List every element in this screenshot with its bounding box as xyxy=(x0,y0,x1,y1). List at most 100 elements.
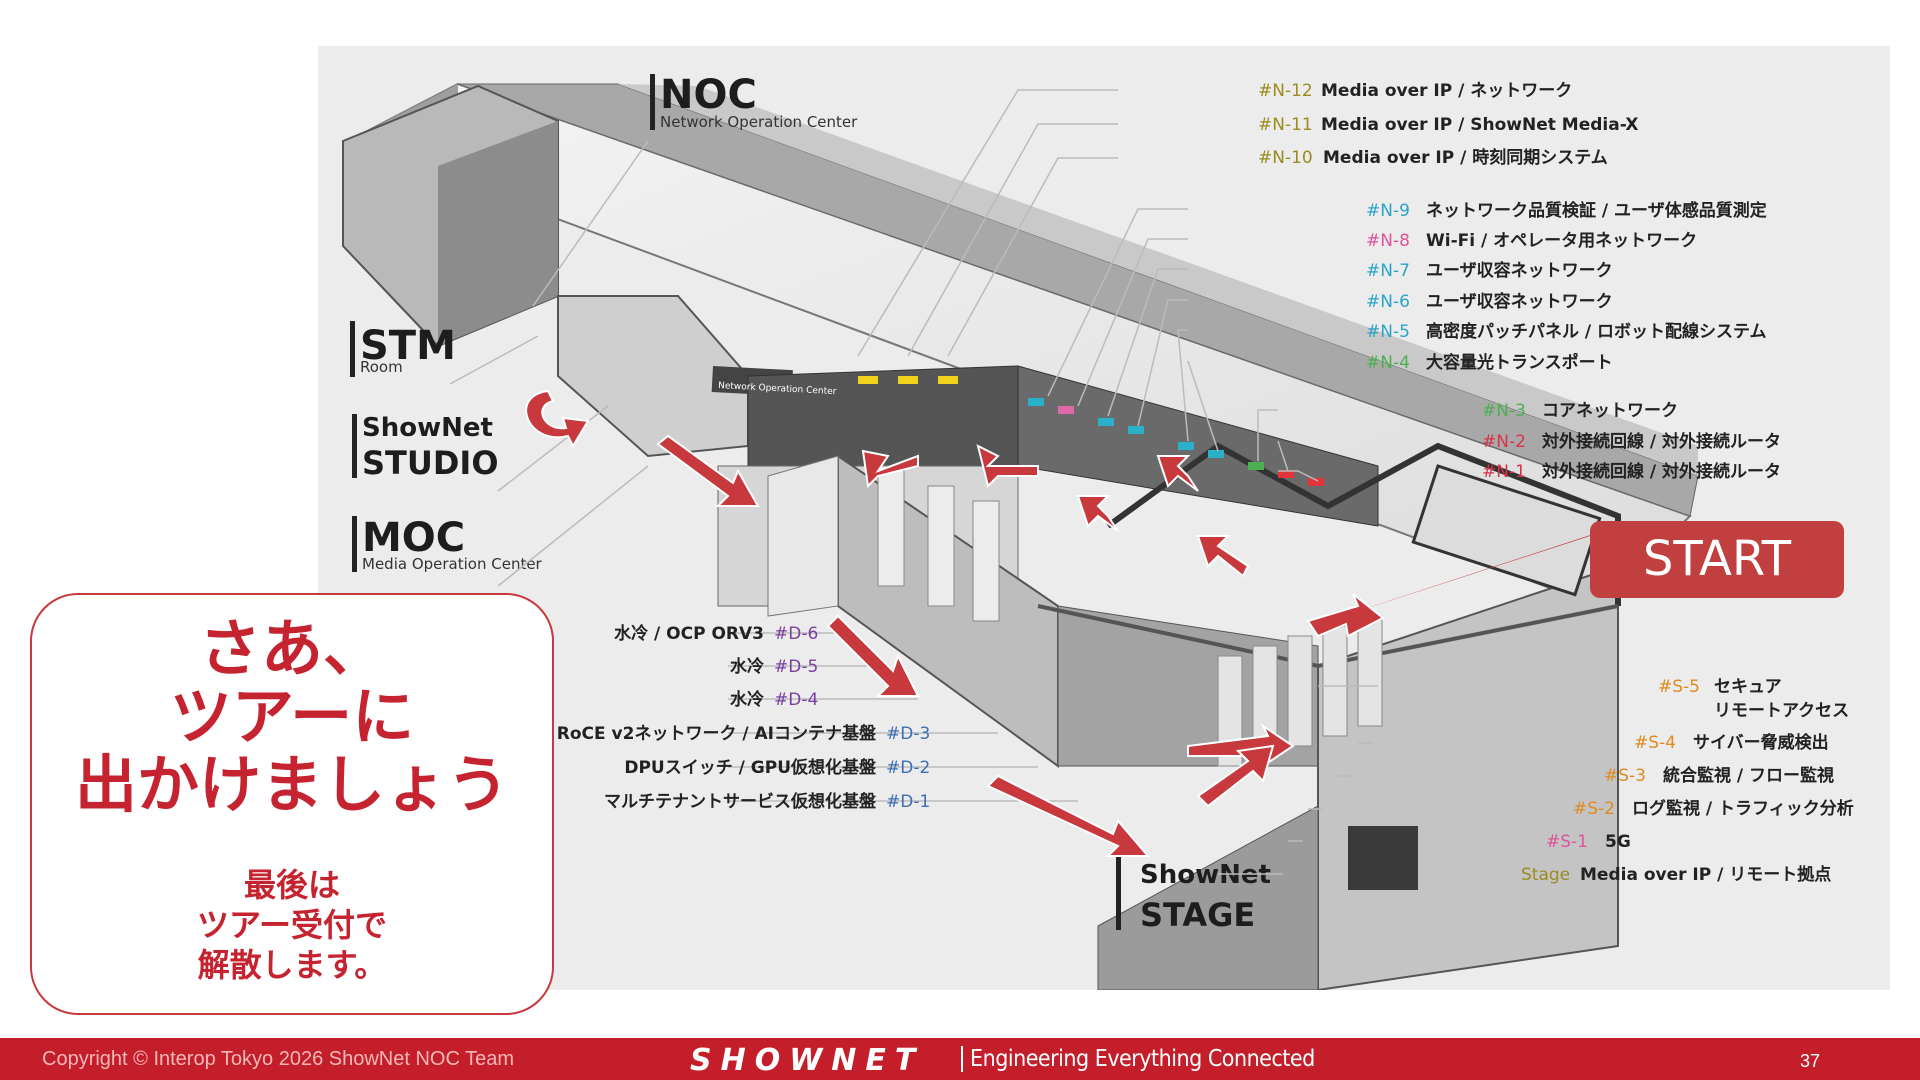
rack-id: #D-3 xyxy=(886,724,930,744)
callout-sub-text: 最後は ツアー受付で 解散します。 xyxy=(196,866,388,984)
leader-lines xyxy=(449,89,1378,875)
rack-label: コアネットワーク xyxy=(1542,401,1678,421)
rack-label: マルチテナントサービス仮想化基盤 xyxy=(604,791,877,812)
rack-id: #S-5 xyxy=(1658,677,1700,697)
rack-id: #N-5 xyxy=(1366,322,1410,342)
shownet-logo: SHOWNET xyxy=(690,1043,925,1078)
svg-text:#D-1: #D-1 xyxy=(886,792,930,812)
rack-label: ユーザ収容ネットワーク xyxy=(1426,291,1613,312)
svg-text:#D-2: #D-2 xyxy=(886,758,930,778)
tour-route-arrows xyxy=(525,389,1385,857)
svg-text:#N-7: #N-7 xyxy=(1366,261,1410,281)
rack-id: #D-2 xyxy=(886,758,930,778)
svg-text:#N-12: #N-12 xyxy=(1258,81,1313,101)
rack-id: #D-1 xyxy=(886,792,930,812)
rack-id: #N-3 xyxy=(1482,401,1526,421)
rack-id: #S-4 xyxy=(1634,733,1676,753)
route-arrow-1 xyxy=(1306,593,1385,638)
start-pointer xyxy=(1312,526,1618,626)
racks-right-labels: #N-12 Media over IP / ネットワーク #N-11 Media… xyxy=(1258,81,1781,482)
svg-text:#S-3: #S-3 xyxy=(1604,766,1646,786)
svg-text:#D-3: #D-3 xyxy=(886,724,930,744)
rack-id: #N-1 xyxy=(1482,462,1526,482)
rack-label-2: リモートアクセス xyxy=(1714,701,1849,721)
rack-label: ユーザ収容ネットワーク xyxy=(1426,260,1613,281)
moc-subtitle: Media Operation Center xyxy=(362,555,543,573)
tour-callout: さあ、 ツアーに 出かけましょう 最後は ツアー受付で 解散します。 xyxy=(30,593,554,1015)
footer-divider xyxy=(961,1046,963,1072)
noc-subtitle: Network Operation Center xyxy=(660,113,858,131)
rack-label: ネットワーク品質検証 / ユーザ体感品質測定 xyxy=(1426,200,1767,221)
rack-label: 5G xyxy=(1605,832,1631,852)
svg-text:#N-5: #N-5 xyxy=(1366,322,1410,342)
rack-label: 水冷 / OCP ORV3 xyxy=(614,623,764,644)
rack-id: Stage xyxy=(1521,865,1570,885)
rack-id: #N-11 xyxy=(1258,115,1313,135)
svg-text:#N-11: #N-11 xyxy=(1258,115,1313,135)
svg-text:#S-1: #S-1 xyxy=(1546,832,1588,852)
rack-label: Media over IP / リモート拠点 xyxy=(1580,864,1831,885)
rack-id: #D-5 xyxy=(774,657,818,677)
rack-id: #N-6 xyxy=(1366,292,1410,312)
rack-label: 対外接続回線 / 対外接続ルータ xyxy=(1541,461,1781,482)
rack-label: DPUスイッチ / GPU仮想化基盤 xyxy=(624,757,877,778)
rack-label: 大容量光トランスポート xyxy=(1426,352,1613,373)
rack-label: 対外接続回線 / 対外接続ルータ xyxy=(1541,431,1781,452)
stage-line1: ShowNet xyxy=(1140,860,1271,890)
svg-text:#N-8: #N-8 xyxy=(1366,231,1410,251)
stm-title: STM xyxy=(360,323,456,369)
rack-id: #N-2 xyxy=(1482,432,1526,452)
racks-left-labels: 水冷 / OCP ORV3 #D-6 水冷 #D-5 水冷 #D-4 RoCE … xyxy=(557,623,931,812)
footer-tagline: Engineering Everything Connected xyxy=(970,1046,1315,1072)
rack-id: #N-12 xyxy=(1258,81,1313,101)
rack-label: RoCE v2ネットワーク / AIコンテナ基盤 xyxy=(557,723,877,744)
rack-id: #S-2 xyxy=(1573,799,1615,819)
svg-text:#N-3: #N-3 xyxy=(1482,401,1526,421)
noc-title: NOC xyxy=(660,72,757,118)
callout-main-text: さあ、 ツアーに 出かけましょう xyxy=(74,612,509,821)
building-structure xyxy=(342,82,1699,990)
rack-label: セキュア xyxy=(1714,677,1782,697)
rack-label: 統合監視 / フロー監視 xyxy=(1663,765,1834,786)
rack-id: #N-10 xyxy=(1258,148,1313,168)
rack-id: #S-1 xyxy=(1546,832,1588,852)
svg-text:#N-4: #N-4 xyxy=(1366,353,1410,373)
studio-line1: ShowNet xyxy=(362,413,493,443)
svg-text:#N-6: #N-6 xyxy=(1366,292,1410,312)
svg-text:#D-6: #D-6 xyxy=(774,624,818,644)
start-label: START xyxy=(1590,521,1844,598)
rack-id: #N-9 xyxy=(1366,201,1410,221)
stage-line2: STAGE xyxy=(1140,896,1255,934)
svg-text:#S-4: #S-4 xyxy=(1634,733,1676,753)
rack-label: Wi-Fi / オペレータ用ネットワーク xyxy=(1426,231,1697,251)
rack-id: #N-8 xyxy=(1366,231,1410,251)
rack-label: 水冷 xyxy=(730,656,764,677)
rack-label: 水冷 xyxy=(730,689,764,710)
floor-plan-diagram: NOC Network Operation Center STM Room Sh… xyxy=(342,72,1854,990)
rack-id: #N-7 xyxy=(1366,261,1410,281)
svg-text:#D-5: #D-5 xyxy=(774,657,818,677)
svg-text:#D-4: #D-4 xyxy=(774,690,818,710)
svg-text:#N-1: #N-1 xyxy=(1482,462,1526,482)
page-number: 37 xyxy=(1800,1051,1821,1071)
rack-id: #N-4 xyxy=(1366,353,1410,373)
rack-label: Media over IP / ネットワーク xyxy=(1321,81,1572,101)
rack-id: #D-6 xyxy=(774,624,818,644)
moc-title: MOC xyxy=(362,515,465,561)
rack-label: 高密度パッチパネル / ロボット配線システム xyxy=(1426,321,1767,342)
svg-text:#N-2: #N-2 xyxy=(1482,432,1526,452)
copyright-text: Copyright © Interop Tokyo 2026 ShowNet N… xyxy=(42,1048,515,1070)
floor-plan: NOC Network Operation Center STM Room Sh… xyxy=(318,46,1890,990)
rack-label: Media over IP / 時刻同期システム xyxy=(1323,147,1608,168)
racks-stage-labels: #S-5 セキュア リモートアクセス #S-4 サイバー脅威検出 #S-3 統合… xyxy=(1521,677,1854,885)
studio-line2: STUDIO xyxy=(362,444,499,482)
svg-text:#N-10: #N-10 xyxy=(1258,148,1313,168)
rack-id: #S-3 xyxy=(1604,766,1646,786)
svg-text:Stage: Stage xyxy=(1521,865,1570,885)
svg-text:#N-9: #N-9 xyxy=(1366,201,1410,221)
rack-label: サイバー脅威検出 xyxy=(1693,732,1829,753)
svg-text:#S-2: #S-2 xyxy=(1573,799,1615,819)
rack-label: ログ監視 / トラフィック分析 xyxy=(1632,798,1854,819)
stm-subtitle: Room xyxy=(360,358,403,376)
